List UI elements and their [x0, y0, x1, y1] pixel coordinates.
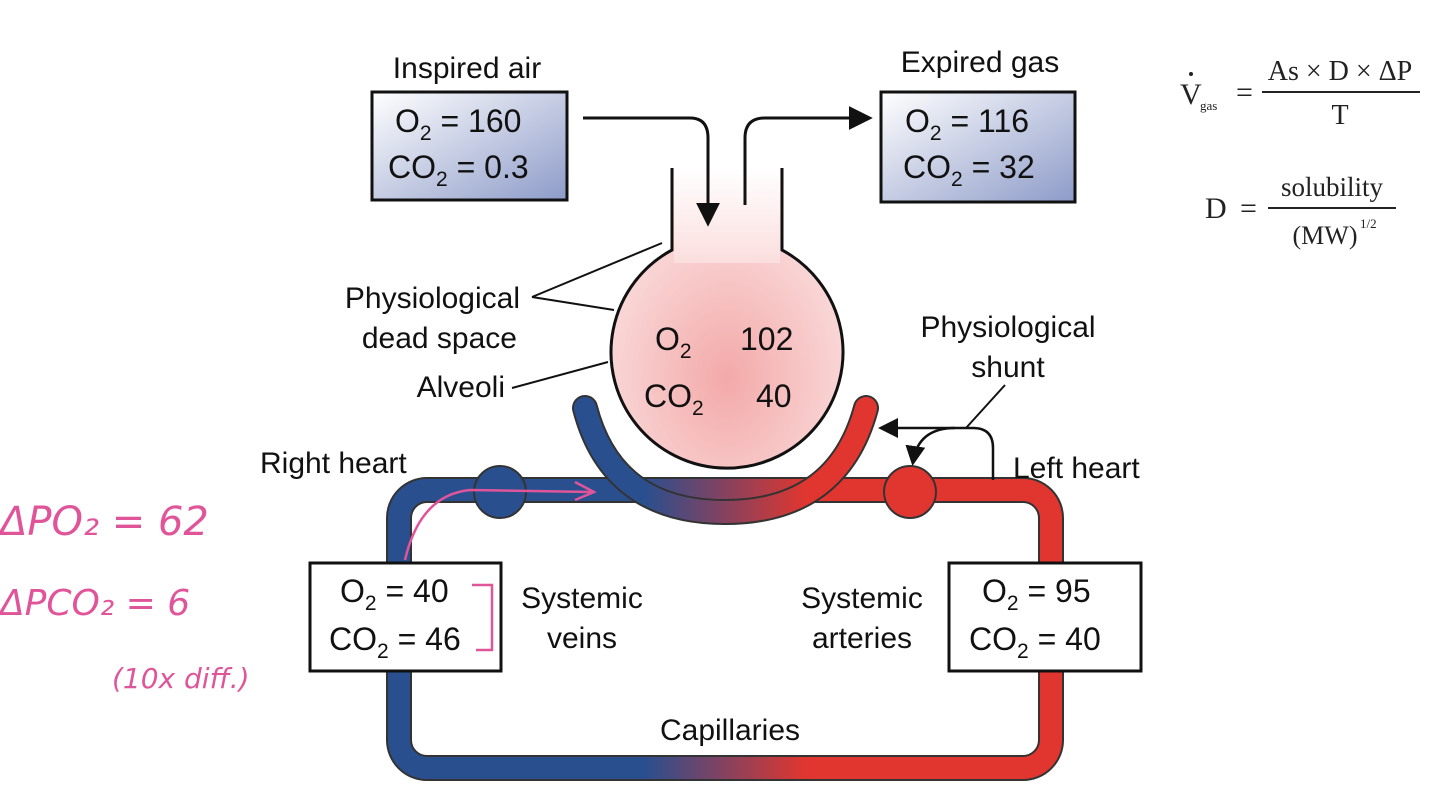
- systemic-arteries-label-1: Systemic: [801, 582, 923, 615]
- arteries-o2-value: 95: [1055, 573, 1091, 609]
- svg-text:CO2 = 32: CO2 = 32: [903, 149, 1035, 191]
- svg-text:CO2 = 46: CO2 = 46: [329, 621, 461, 663]
- formula-equals: =: [1236, 76, 1253, 109]
- d-formula-exponent: 1/2: [1360, 216, 1377, 231]
- right-heart-label: Right heart: [260, 447, 407, 480]
- formula-denominator: T: [1331, 100, 1348, 131]
- alveoli-flask: [609, 168, 845, 470]
- svg-text:CO2 = 40: CO2 = 40: [969, 621, 1101, 663]
- inspiration-arrow: [583, 116, 720, 227]
- dead-space-pointer-2: [531, 296, 615, 311]
- formula-lhs: V: [1180, 78, 1202, 111]
- expired-co2-value: 32: [999, 149, 1035, 185]
- svg-text:O2 = 116: O2 = 116: [905, 103, 1029, 145]
- shunt-label-1: Physiological: [920, 311, 1095, 344]
- d-formula-numerator: solubility: [1281, 172, 1384, 202]
- shunt-return-arrow: [905, 426, 956, 466]
- formula-lhs-sub: gas: [1200, 98, 1217, 113]
- arteries-co2-value: 40: [1065, 621, 1101, 657]
- expiration-arrow: [743, 106, 873, 205]
- alveoli-co2-value: 40: [756, 378, 792, 414]
- d-formula-lhs: D: [1205, 192, 1227, 225]
- systemic-arteries-box: [947, 561, 1143, 673]
- systemic-veins-label-1: Systemic: [521, 582, 643, 615]
- alveoli-pointer: [511, 361, 609, 389]
- svg-text:O2 = 40: O2 = 40: [340, 573, 449, 615]
- left-heart-node: [883, 465, 937, 519]
- dead-space-label-1: Physiological: [345, 282, 520, 315]
- handwritten-bracket: [472, 583, 494, 652]
- svg-text:O2 = 95: O2 = 95: [982, 573, 1091, 615]
- diffusion-coefficient-formula: D = solubility (MW) 1/2: [1205, 172, 1396, 250]
- shunt-label-2: shunt: [971, 351, 1045, 384]
- handwritten-delta-po2: ΔPO₂ = 62: [0, 499, 209, 545]
- formula-numerator: As × D × ΔP: [1268, 56, 1413, 87]
- systemic-veins-label-2: veins: [547, 622, 617, 655]
- expired-o2-value: 116: [978, 103, 1029, 139]
- handwritten-flow-arrowhead: [574, 480, 597, 502]
- d-formula-denominator: (MW): [1293, 221, 1358, 250]
- inspired-o2-value: 160: [468, 103, 521, 139]
- systemic-veins-box: [308, 561, 503, 673]
- handwritten-annotations: ΔPO₂ = 62 ΔPCO₂ = 6 (10x diff.): [0, 480, 597, 695]
- inspired-air-box: [370, 90, 569, 202]
- dead-space-label-2: dead space: [362, 322, 517, 355]
- left-heart-label: Left heart: [1013, 452, 1140, 485]
- capillaries-label: Capillaries: [660, 714, 800, 747]
- formula-dot: [1189, 72, 1193, 76]
- fick-formula: V gas = As × D × ΔP T: [1180, 56, 1420, 131]
- veins-o2-value: 40: [413, 573, 449, 609]
- handwritten-delta-pco2: ΔPCO₂ = 6: [0, 583, 190, 624]
- shunt-path: [878, 418, 995, 480]
- alveoli-o2-value: 102: [740, 321, 793, 357]
- shunt-pointer: [965, 384, 1006, 429]
- d-formula-equals: =: [1240, 192, 1257, 225]
- handwritten-diff-note: (10x diff.): [112, 662, 250, 695]
- expired-gas-title: Expired gas: [901, 46, 1059, 79]
- systemic-arteries-label-2: arteries: [812, 622, 912, 655]
- inspired-co2-value: 0.3: [484, 149, 528, 185]
- expired-gas-box: [879, 90, 1077, 204]
- inspired-air-title: Inspired air: [393, 52, 541, 85]
- svg-text:O2 = 160: O2 = 160: [395, 103, 521, 145]
- veins-co2-value: 46: [425, 621, 461, 657]
- handwritten-flow-arrow: [403, 488, 593, 561]
- dead-space-pointer-1: [531, 242, 663, 298]
- alveoli-label: Alveoli: [417, 371, 505, 404]
- svg-text:CO2 = 0.3: CO2 = 0.3: [388, 149, 529, 191]
